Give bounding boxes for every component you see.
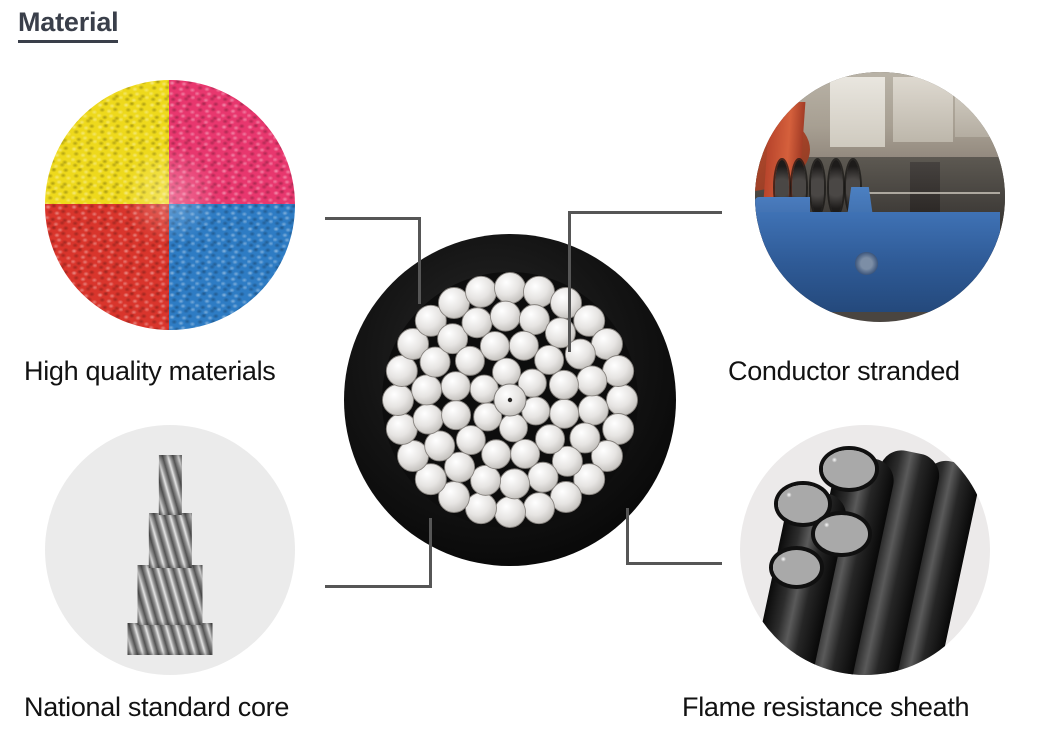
conductor-strand	[385, 413, 418, 445]
feature-image-high-quality-materials	[45, 80, 295, 330]
connector-bottom-right-vertical	[626, 508, 629, 565]
conductor-strand	[494, 272, 526, 304]
connector-bottom-left-horizontal	[325, 585, 432, 588]
conductor-strand	[550, 481, 582, 513]
conductor-strand	[465, 275, 497, 308]
conductor-strand	[576, 365, 608, 397]
connector-bottom-left-vertical	[429, 518, 432, 588]
conductor-strand	[414, 463, 447, 496]
conductor-strand	[573, 463, 606, 496]
pellet-quadrant-red	[45, 203, 172, 330]
conductor-strand	[412, 403, 444, 435]
conductor-strand	[494, 496, 526, 528]
conductor-strand-bundle	[382, 272, 638, 528]
feature-label-high-quality-materials: High quality materials	[24, 356, 276, 386]
conductor-strand	[534, 344, 565, 375]
connector-bottom-right-horizontal	[626, 562, 722, 565]
factory-window	[830, 77, 885, 147]
conductor-strand	[573, 304, 606, 337]
conductor-strand	[602, 355, 635, 387]
conductor-strand	[517, 368, 547, 398]
factory-window	[955, 82, 1000, 137]
conductor-strand	[523, 492, 555, 525]
core-segment-thin	[158, 455, 182, 515]
conductor-strand	[549, 398, 580, 429]
feature-label-flame-resistance-sheath: Flame resistance sheath	[682, 692, 970, 722]
connector-top-left-horizontal	[325, 217, 421, 220]
core-segment-thick	[137, 565, 203, 625]
conductor-strand	[569, 422, 601, 454]
pellet-texture	[45, 203, 172, 330]
connector-top-right-horizontal	[568, 211, 722, 214]
conductor-strand	[548, 369, 579, 400]
conductor-strand	[544, 317, 576, 349]
conductor-strand	[577, 394, 609, 426]
conductor-strand	[465, 492, 497, 525]
conductor-strand	[564, 338, 596, 370]
conductor-strand	[419, 346, 451, 378]
conductor-strand	[492, 357, 522, 387]
cable-cut-face	[772, 550, 820, 585]
cable-cut-face	[777, 485, 828, 523]
pellet-center-highlight	[45, 80, 295, 330]
conductor-strand	[591, 440, 623, 472]
conductor-strand	[382, 384, 414, 416]
core-segment-thickest	[127, 622, 213, 655]
conductor-strand	[523, 275, 555, 308]
page-title: Material	[18, 8, 119, 44]
feature-image-flame-resistance-sheath	[740, 425, 990, 675]
conductor-strand	[551, 445, 583, 477]
pellet-texture	[168, 80, 295, 207]
conductor-strand	[535, 424, 566, 455]
machine-handwheel	[855, 252, 878, 275]
cable-cut-face	[815, 515, 868, 553]
conductor-strand	[470, 464, 502, 496]
conductor-strand	[397, 328, 429, 360]
conductor-strand	[397, 440, 429, 472]
connector-top-left-vertical	[418, 217, 421, 304]
machine-blue-base	[760, 212, 1000, 312]
conductor-strand	[508, 330, 539, 361]
pellet-quadrant-pink	[168, 80, 295, 207]
conductor-strand	[414, 304, 447, 337]
feature-image-conductor-stranded	[755, 72, 1005, 322]
core-segment-medium	[148, 512, 192, 568]
conductor-strand	[438, 287, 470, 319]
conductor-strand	[479, 331, 510, 362]
conductor-strand	[385, 355, 418, 387]
conductor-strand	[510, 438, 541, 469]
pellet-quadrant-yellow	[45, 80, 172, 207]
feature-label-conductor-stranded: Conductor stranded	[728, 356, 960, 386]
conductor-strand	[455, 425, 486, 456]
connector-top-right-vertical	[568, 211, 571, 352]
conductor-strand	[518, 304, 550, 336]
cage-disc	[829, 159, 843, 215]
conductor-strand	[591, 328, 623, 360]
cable-cut-face	[822, 450, 875, 488]
cable-cross-section-image	[344, 234, 676, 566]
conductor-strand	[441, 400, 472, 431]
conductor-strand	[498, 413, 528, 443]
conductor-strand	[454, 345, 485, 376]
conductor-strand	[481, 439, 512, 470]
conductor-strand	[444, 451, 476, 483]
conductor-strand	[440, 371, 471, 402]
feature-label-national-standard-core: National standard core	[24, 692, 290, 722]
strand-core-dot	[507, 397, 513, 403]
conductor-strand	[489, 300, 521, 332]
factory-window	[892, 77, 953, 142]
conductor-strand	[437, 323, 469, 355]
pellet-texture	[168, 203, 295, 330]
conductor-strand	[606, 384, 638, 416]
feature-image-national-standard-core	[45, 425, 295, 675]
conductor-strand	[411, 374, 443, 406]
pellet-texture	[45, 80, 172, 207]
cage-disc	[810, 159, 825, 215]
pellet-quadrant-blue	[168, 203, 295, 330]
conductor-strand	[499, 468, 531, 500]
conductor-strand	[424, 430, 456, 462]
drawn-wire	[860, 192, 1000, 194]
conductor-strand	[602, 413, 635, 445]
page-title-wrapper: Material	[18, 8, 119, 44]
